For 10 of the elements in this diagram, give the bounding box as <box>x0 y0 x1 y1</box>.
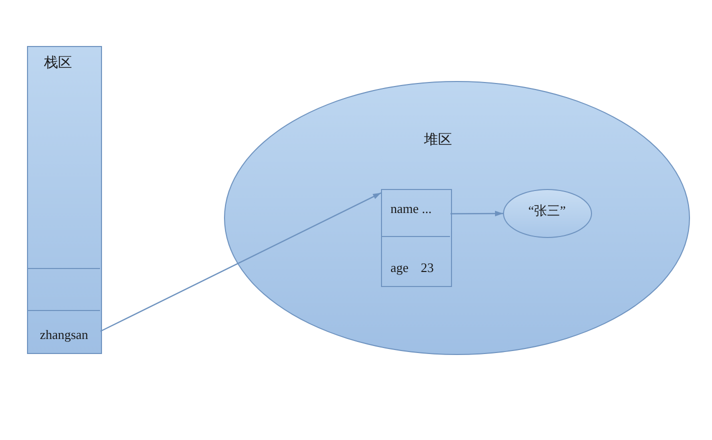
stack-column <box>27 46 102 354</box>
field-cell: age 23 <box>382 236 450 284</box>
region-label: 栈区 <box>44 56 72 72</box>
string-ellipse: “张三” <box>502 188 592 238</box>
arrow <box>450 210 503 216</box>
object-box <box>380 188 452 286</box>
arrow <box>100 192 382 332</box>
region-label: 堆区 <box>424 133 452 148</box>
variable-cell: zhangsan <box>28 310 100 352</box>
field-cell: name ... <box>382 190 450 236</box>
